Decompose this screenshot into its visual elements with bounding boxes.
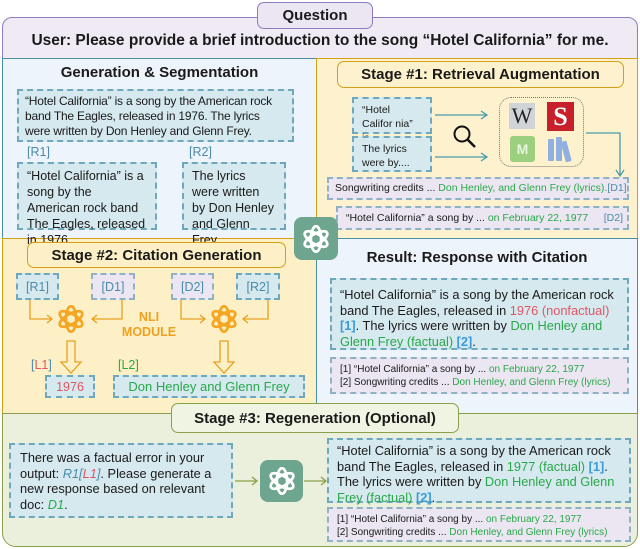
ref-highlight: Don Henley, and Glenn Frey (lyrics) xyxy=(452,377,611,388)
ref-highlight: on February 22, 1977 xyxy=(488,364,585,375)
response-text: . The lyrics were written by xyxy=(337,458,608,490)
d2-text: “Hotel California” a song by ... xyxy=(346,212,488,224)
sources-group xyxy=(499,97,584,167)
factual-claim: Don Henley and Glenn Frey (factual) xyxy=(340,318,603,349)
reference-2: [2] Songwriting credits ... Don Henley, … xyxy=(337,526,621,539)
l2-label: [L2] xyxy=(118,358,139,372)
full-response-box: “Hotel California” is a song by the Amer… xyxy=(17,89,294,142)
r1-label: [R1] xyxy=(27,145,50,159)
reference-1: [1] “Hotel California” a song by ... on … xyxy=(337,513,621,526)
nonfactual-claim: 1976 (nonfactual) xyxy=(509,302,610,318)
library-icon xyxy=(548,137,572,163)
bracket: ] xyxy=(48,358,52,372)
citation-1[interactable]: [1] xyxy=(340,318,356,333)
ref-highlight: on February 22, 1977 xyxy=(485,514,582,525)
stage2-d1-box: [D1] xyxy=(91,273,135,300)
module-text: MODULE xyxy=(121,325,177,339)
result-title: Result: Response with Citation xyxy=(366,249,588,266)
d2-doc-box: “Hotel California” a song by ... on Febr… xyxy=(336,206,629,230)
l1-label: [L1] xyxy=(31,358,52,372)
wikipedia-icon: W xyxy=(509,103,535,129)
stage2-r2-box: [R2] xyxy=(236,273,280,300)
ref-text: [2] Songwriting credits ... xyxy=(340,377,453,388)
d2-tag: [D2] xyxy=(603,212,623,224)
prompt-text: . Please generate a new response based o… xyxy=(20,465,212,512)
l1-text: L1 xyxy=(34,358,49,372)
d2-highlight: on February 22, 1977 xyxy=(487,212,589,224)
factual-claim: 1977 (factual) xyxy=(506,458,586,474)
period: . xyxy=(431,489,436,505)
r2-label: [R2] xyxy=(189,145,212,159)
stage2-d2-box: [D2] xyxy=(171,273,214,300)
period: . xyxy=(64,496,68,512)
r1-ref: R1[ xyxy=(62,465,83,481)
regenerated-response-box: “Hotel California” is a song by the Amer… xyxy=(327,438,631,505)
ref-text: [2] Songwriting credits ... xyxy=(337,527,450,538)
l1-output-box: 1976 xyxy=(45,375,95,398)
d1-tag: [D1] xyxy=(607,182,627,194)
citation-2[interactable]: [2] xyxy=(415,489,432,505)
search-icon xyxy=(453,125,476,148)
d1-text: Songwriting credits ... xyxy=(335,182,439,194)
citation-2[interactable]: [2] xyxy=(456,333,473,349)
stage3-title: Stage #3: Regeneration (Optional) xyxy=(171,403,459,433)
citation-1[interactable]: [1] xyxy=(588,458,605,474)
period: . xyxy=(472,333,476,349)
d1-doc-box: Songwriting credits ... Don Henley, and … xyxy=(327,177,629,200)
factual-claim: Don Henley and Glenn Frey (factual) xyxy=(337,474,615,505)
llm-logo-icon xyxy=(294,217,338,260)
query2-box: The lyrics were by.... xyxy=(352,136,432,172)
stage2-title: Stage #2: Citation Generation xyxy=(27,242,286,268)
regeneration-prompt-box: There was a factual error in your output… xyxy=(9,443,233,518)
d2-content: “Hotel California” a song by ... on Febr… xyxy=(346,211,588,225)
user-question: User: Please provide a brief introductio… xyxy=(31,32,609,49)
ref-highlight: Don Henley, and Glenn Frey (lyrics) xyxy=(449,527,608,538)
l1-ref: L1 xyxy=(82,465,97,481)
r2-segment-box: The lyrics were written by Don Henley an… xyxy=(182,162,286,247)
reference-1: [1] “Hotel California” a song by ... on … xyxy=(340,363,619,376)
response-text: “Hotel California” is a song by the Amer… xyxy=(340,287,614,318)
l2-output-box: Don Henley and Glenn Frey xyxy=(113,375,305,398)
query1-box: “Hotel Califor nia” is ... xyxy=(352,97,432,144)
d1-ref: D1 xyxy=(47,496,65,512)
question-tab: Question xyxy=(257,2,373,29)
ref-text: [1] “Hotel California” a song by ... xyxy=(337,514,486,525)
s-source-icon: S xyxy=(547,102,574,131)
m-source-icon: M xyxy=(510,136,535,162)
response-text: “Hotel California” is a song by the Amer… xyxy=(337,443,611,474)
result-references-box: [1] “Hotel California” a song by ... on … xyxy=(330,357,629,394)
stage2-r1-box: [R1] xyxy=(16,273,59,300)
bracket: ] xyxy=(96,465,101,481)
regenerated-references-box: [1] “Hotel California” a song by ... on … xyxy=(327,507,631,542)
bracket: [ xyxy=(31,358,35,372)
response-text: . The lyrics were written by xyxy=(355,318,511,333)
d1-highlight: Don Henley, and Glenn Frey (lyrics). xyxy=(438,182,608,194)
stage1-title: Stage #1: Retrieval Augmentation xyxy=(337,61,624,88)
nli-text: NLI xyxy=(138,310,160,324)
ref-text: [1] “Hotel California” a song by ... xyxy=(340,364,489,375)
generation-title: Generation & Segmentation xyxy=(60,64,259,81)
reference-2: [2] Songwriting credits ... Don Henley, … xyxy=(340,376,619,389)
result-response-box: “Hotel California” is a song by the Amer… xyxy=(330,278,629,350)
llm-logo-icon xyxy=(260,460,303,502)
prompt-text: There was a factual error in your output… xyxy=(20,450,205,481)
